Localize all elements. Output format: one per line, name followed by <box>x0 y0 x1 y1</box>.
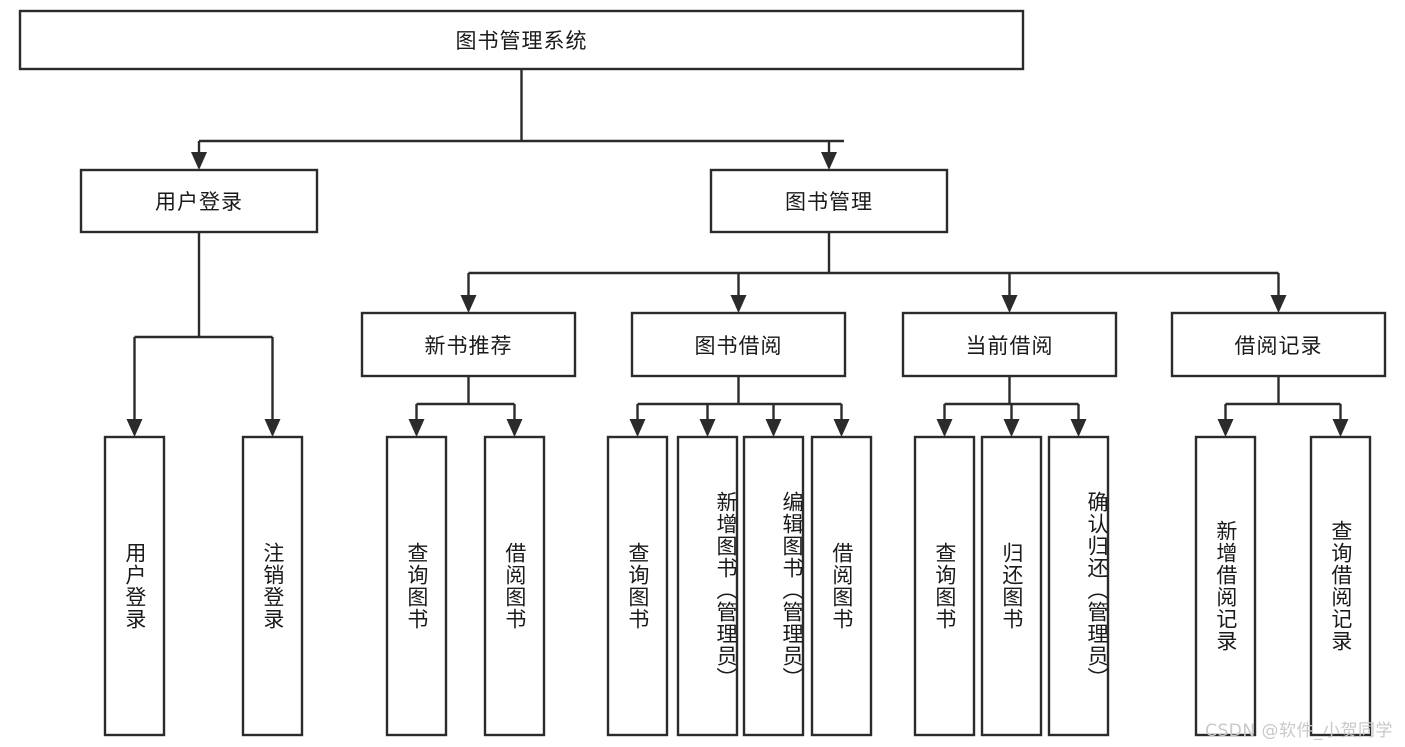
leaf-box-bb-add-book-admin[interactable] <box>676 435 739 737</box>
leaf-box-br-add-record[interactable] <box>1194 435 1257 737</box>
leaf-box-logout[interactable] <box>241 435 304 737</box>
node-box-user-login[interactable] <box>79 168 319 234</box>
arrow-head-cb-leaf-3 <box>1070 419 1087 437</box>
arrow-head-new-book-rec <box>460 295 477 313</box>
connector-group-book-mgmt <box>460 232 1287 313</box>
csdn-watermark: CSDN @软件_小贺同学 <box>1205 721 1393 741</box>
leaf-box-bb-query-book[interactable] <box>606 435 669 737</box>
arrow-head-bb-leaf-4 <box>833 419 850 437</box>
connector-group-current-borrow <box>936 376 1087 437</box>
leaf-box-nbr-query-book[interactable] <box>385 435 448 737</box>
connector-group-book-borrow <box>629 376 850 437</box>
leaf-box-user-login[interactable] <box>103 435 166 737</box>
arrow-head-leaf-user-login <box>126 419 143 437</box>
arrow-head-br-leaf-1 <box>1217 419 1234 437</box>
arrow-head-user-login <box>191 152 207 170</box>
connector-group-root <box>191 69 844 170</box>
node-box-book-management[interactable] <box>709 168 949 234</box>
leaf-box-bb-borrow-book[interactable] <box>810 435 873 737</box>
leaf-box-cb-query-book[interactable] <box>913 435 976 737</box>
leaf-box-nbr-borrow-book[interactable] <box>483 435 546 737</box>
node-box-current-borrow[interactable] <box>901 311 1118 378</box>
arrow-head-bb-leaf-2 <box>699 419 716 437</box>
arrow-head-bb-leaf-3 <box>765 419 782 437</box>
node-box-root[interactable] <box>18 9 1025 71</box>
leaf-box-br-query-record[interactable] <box>1309 435 1372 737</box>
arrow-head-cb-leaf-2 <box>1003 419 1020 437</box>
leaf-box-cb-return-book[interactable] <box>980 435 1043 737</box>
arrow-head-current-borrow <box>1001 295 1018 313</box>
arrow-head-book-mgmt <box>821 152 837 170</box>
arrow-head-bb-leaf-1 <box>629 419 646 437</box>
arrow-head-leaf-logout <box>264 419 281 437</box>
arrow-head-borrow-record <box>1270 295 1287 313</box>
arrow-head-book-borrow <box>730 295 747 313</box>
connector-group-user-login <box>126 232 281 437</box>
arrow-head-cb-leaf-1 <box>936 419 953 437</box>
node-box-borrow-record[interactable] <box>1170 311 1387 378</box>
arrow-head-nbr-leaf-1 <box>408 419 425 437</box>
connector-group-borrow-record <box>1217 376 1349 437</box>
connector-group-new-book-rec <box>408 376 523 437</box>
arrow-head-nbr-leaf-2 <box>506 419 523 437</box>
leaf-box-cb-confirm-return-admin[interactable] <box>1047 435 1110 737</box>
leaf-box-bb-edit-book-admin[interactable] <box>742 435 805 737</box>
node-box-book-borrow[interactable] <box>630 311 847 378</box>
node-box-new-book-recommend[interactable] <box>360 311 577 378</box>
arrow-head-br-leaf-2 <box>1332 419 1349 437</box>
